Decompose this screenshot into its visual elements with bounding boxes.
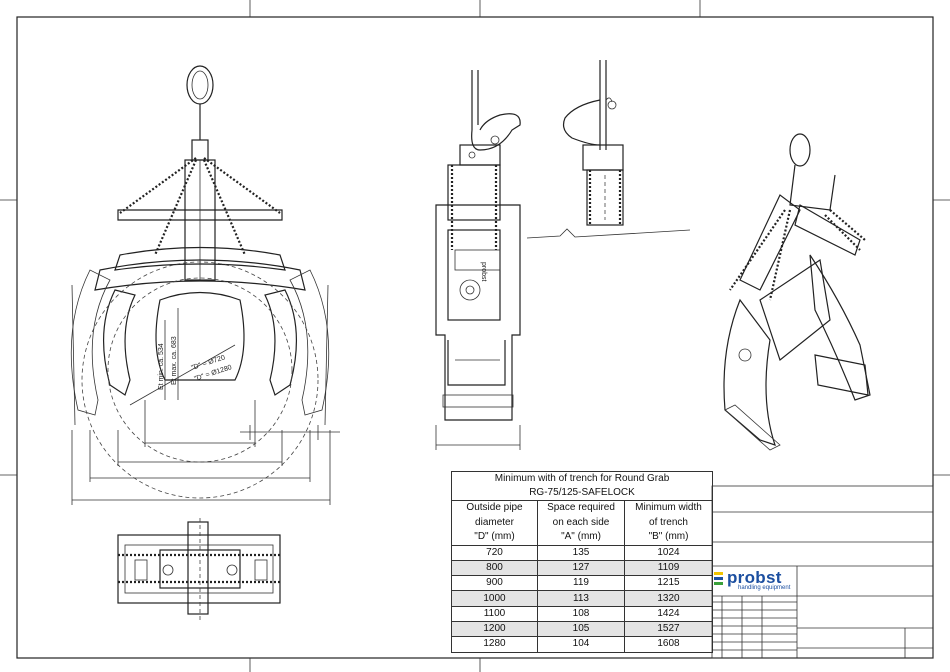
trench-width-table: Minimum with of trench for Round Grab RG… [450, 471, 714, 653]
brand-tagline: handling equipment [738, 585, 791, 591]
table-title-line2: RG-75/125-SAFELOCK [529, 487, 635, 498]
cell-width: 1320 [623, 590, 714, 607]
pipe-outline-large [81, 261, 319, 499]
cell-diameter: 1200 [451, 620, 538, 638]
logo-bar-green [714, 582, 723, 585]
table-title: Minimum with of trench for Round Grab RG… [450, 471, 714, 501]
front-view-drawing: Et min. ca. 534 Et max. ca. 683 "D" = Ø7… [70, 65, 340, 505]
cell-space: 113 [537, 590, 625, 607]
logo-bar-yellow [714, 572, 723, 575]
dimension-opening-max: Et max. ca. 683 [171, 336, 178, 385]
pipe-outline-small [107, 277, 293, 463]
top-view-drawing [117, 518, 281, 620]
cell-width: 1527 [623, 620, 714, 638]
hook-detail-drawing [526, 60, 691, 239]
brand-name: probst [727, 568, 782, 587]
dimension-opening-min: Et min. ca. 534 [158, 343, 165, 390]
table-title-line1: Minimum with of trench for Round Grab [494, 473, 670, 484]
side-view-drawing: probst [435, 70, 521, 450]
isometric-view-drawing [723, 133, 871, 451]
logo-bar-blue [714, 577, 723, 580]
cell-width: 1109 [623, 559, 714, 577]
side-view-brand-label: probst [480, 262, 487, 282]
probst-logo-mark [714, 572, 723, 585]
